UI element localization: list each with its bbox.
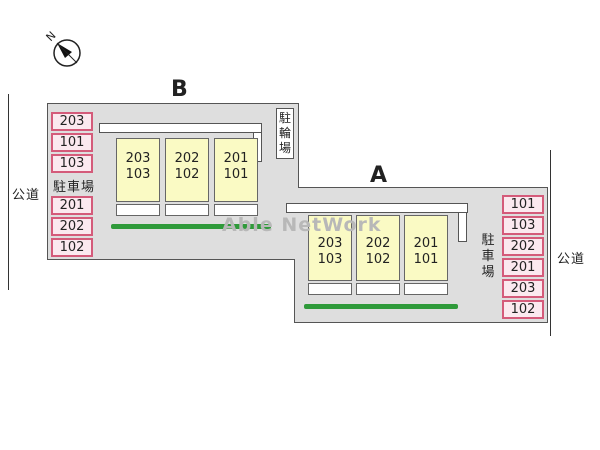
building-b-roof <box>99 123 262 133</box>
north-compass-icon <box>53 39 81 67</box>
right-parking-label: 駐 車 場 <box>481 233 495 280</box>
parking-space: 103 <box>502 216 544 235</box>
parking-space: 203 <box>51 112 93 131</box>
building-b-balcony <box>116 204 160 216</box>
bicycle-parking-label-char: 輪 <box>278 126 291 140</box>
building-b-balcony <box>214 204 258 216</box>
unit-number-upper: 202 <box>174 151 200 166</box>
bicycle-parking-label-char: 駐 <box>278 111 291 125</box>
unit-number-upper: 201 <box>223 151 249 166</box>
bicycle-parking-label-char: 場 <box>278 141 291 155</box>
building-b-unit: 202 102 <box>165 138 209 202</box>
unit-number-upper: 203 <box>125 151 151 166</box>
left-road-label: 公道 <box>12 188 41 203</box>
unit-number-lower: 101 <box>413 252 439 267</box>
building-b-unit: 203 103 <box>116 138 160 202</box>
building-a-roof <box>286 203 468 213</box>
parking-space: 202 <box>51 217 93 236</box>
left-parking-label: 駐車場 <box>53 180 96 195</box>
watermark: Able NetWork <box>222 214 382 236</box>
unit-number-lower: 103 <box>125 167 151 182</box>
building-a-unit: 201 101 <box>404 215 448 281</box>
building-a-label: A <box>370 163 388 188</box>
unit-number-upper: 202 <box>365 236 391 251</box>
building-a-pillar <box>458 212 467 242</box>
unit-number-lower: 102 <box>365 252 391 267</box>
right-road-line <box>550 150 551 336</box>
building-a-unit: 202 102 <box>356 215 400 281</box>
left-road-line <box>8 94 9 290</box>
unit-number-upper: 203 <box>317 236 343 251</box>
parking-space: 102 <box>51 238 93 257</box>
unit-number-lower: 103 <box>317 252 343 267</box>
parking-space: 201 <box>51 196 93 215</box>
building-a-balcony <box>308 283 352 295</box>
parking-space: 202 <box>502 237 544 256</box>
parking-space: 201 <box>502 258 544 277</box>
bicycle-parking: 駐 輪 場 <box>276 108 294 159</box>
unit-number-lower: 101 <box>223 167 249 182</box>
building-a-hedge <box>304 304 458 309</box>
building-b-balcony <box>165 204 209 216</box>
parking-space: 103 <box>51 154 93 173</box>
building-b-label: B <box>171 77 188 102</box>
parking-space: 102 <box>502 300 544 319</box>
right-road-label: 公道 <box>557 252 586 267</box>
parking-space: 101 <box>51 133 93 152</box>
building-a-balcony <box>356 283 400 295</box>
unit-number-lower: 102 <box>174 167 200 182</box>
building-b-hedge <box>111 224 271 229</box>
unit-number-upper: 201 <box>413 236 439 251</box>
parking-space: 203 <box>502 279 544 298</box>
building-b-unit: 201 101 <box>214 138 258 202</box>
parking-space: 101 <box>502 195 544 214</box>
building-a-unit: 203 103 <box>308 215 352 281</box>
building-a-balcony <box>404 283 448 295</box>
